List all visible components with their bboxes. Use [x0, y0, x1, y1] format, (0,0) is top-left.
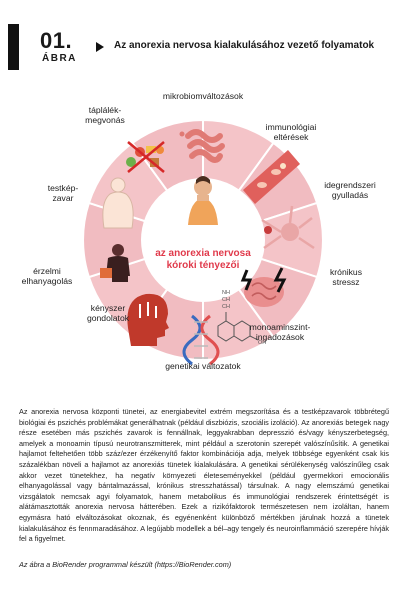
label-immunological: immunológiai eltérések: [265, 122, 317, 142]
body-paragraph: Az anorexia nervosa központi tünetei, az…: [19, 407, 389, 544]
neuron-icon: [261, 205, 315, 250]
figure-bar: [8, 24, 19, 70]
label-genetic: genetikai változatok: [165, 361, 241, 371]
intestine-icon: [179, 129, 225, 163]
play-arrow-icon: [96, 42, 104, 52]
food-restriction-icon: [126, 141, 165, 173]
wheel-svg: az anorexia nervosa kóroki tényezői: [82, 118, 324, 366]
label-compulsive: kényszer gondolatok: [86, 303, 130, 323]
label-chronic-stress: krónikus stressz: [330, 267, 362, 287]
center-title-line1: az anorexia nervosa: [155, 248, 251, 259]
sad-figure-icon: [100, 244, 130, 282]
blood-vessel-icon: [243, 150, 300, 204]
label-monoamine: monoaminszint-ingadozások: [249, 322, 311, 342]
center-person-icon: [188, 176, 218, 225]
figure-number: 01.: [40, 28, 73, 53]
svg-text:OH: OH: [258, 340, 266, 346]
stressed-brain-icon: [240, 267, 287, 307]
label-food-restriction: táplálék-megvonás: [85, 105, 125, 125]
molecule-icon: NH CH CH OH: [217, 290, 266, 346]
center-title-line2: kóroki tényezői: [167, 260, 240, 271]
dna-icon: [182, 314, 220, 366]
body-outline-icon: [102, 177, 134, 229]
figure-credit: Az ábra a BioRender programmal készült (…: [19, 560, 232, 569]
svg-text:CH: CH: [222, 297, 230, 303]
label-emotional-neglect: érzelmi elhanyagolás: [21, 266, 73, 286]
label-body-image: testkép-zavar: [47, 183, 79, 203]
svg-text:NH: NH: [222, 290, 230, 296]
figure-title: Az anorexia nervosa kialakulásához vezet…: [114, 40, 375, 51]
head-thoughts-icon: [127, 293, 169, 346]
svg-text:CH: CH: [222, 304, 230, 310]
label-neuroinflammation: idegrendszeri gyulladás: [324, 180, 376, 200]
label-microbiome: mikrobiomváltozások: [162, 91, 244, 101]
center-disc: [141, 178, 265, 302]
cause-wheel-diagram: az anorexia nervosa kóroki tényezői: [0, 80, 406, 400]
figure-word: ÁBRA: [42, 53, 77, 64]
